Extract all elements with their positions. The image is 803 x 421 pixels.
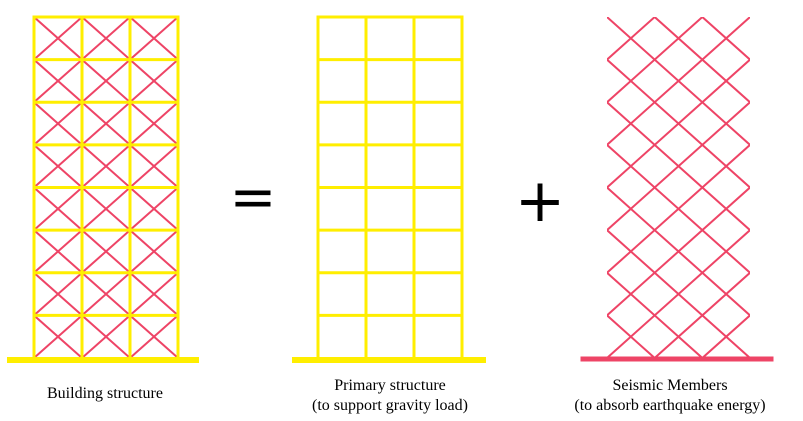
brace-member bbox=[32, 228, 84, 275]
seismic-caption-line2: (to absorb earthquake energy) bbox=[574, 397, 766, 414]
brace-member bbox=[128, 186, 180, 232]
brace-member bbox=[128, 15, 180, 62]
seismic-member bbox=[607, 186, 750, 317]
brace-member bbox=[80, 186, 132, 232]
brace-member bbox=[32, 100, 84, 147]
seismic-member bbox=[798, 17, 803, 358]
seismic-member bbox=[748, 17, 750, 19]
primary-caption-line2: (to support gravity load) bbox=[312, 397, 468, 414]
seismic-members-caption: Seismic Members (to absorb earthquake en… bbox=[545, 376, 795, 416]
seismic-lattice bbox=[607, 17, 803, 358]
seismic-member bbox=[607, 228, 750, 358]
brace-member bbox=[32, 15, 84, 62]
brace-member bbox=[80, 100, 132, 147]
seismic-member bbox=[653, 271, 750, 358]
seismic-member bbox=[700, 17, 750, 61]
seismic-member bbox=[607, 58, 750, 189]
building-structure-figure bbox=[7, 15, 199, 363]
building-caption-line1: Building structure bbox=[47, 385, 163, 402]
seismic-members-figure bbox=[580, 17, 803, 362]
brace-member bbox=[32, 58, 84, 104]
seismic-member bbox=[798, 17, 803, 358]
brace-member bbox=[32, 186, 84, 232]
primary-structure-caption: Primary structure (to support gravity lo… bbox=[290, 376, 490, 416]
brace-member bbox=[80, 143, 132, 189]
seismic-member bbox=[607, 17, 750, 147]
seismic-member bbox=[607, 17, 704, 104]
brace-member bbox=[128, 100, 180, 147]
brace-member bbox=[128, 143, 180, 189]
brace-member bbox=[32, 271, 84, 317]
brace-member bbox=[80, 15, 132, 62]
primary-structure-figure bbox=[292, 15, 486, 363]
building-structure-caption: Building structure bbox=[10, 384, 200, 404]
seismic-member bbox=[607, 58, 750, 189]
seismic-member bbox=[607, 17, 750, 147]
brace-member bbox=[80, 58, 132, 104]
equals-operator: = bbox=[230, 165, 277, 230]
brace-member bbox=[80, 313, 132, 360]
brace-member bbox=[128, 228, 180, 275]
seismic-member bbox=[653, 17, 750, 104]
seismic-member bbox=[700, 314, 750, 358]
seismic-member bbox=[607, 271, 704, 358]
brace-member bbox=[128, 271, 180, 317]
brace-member bbox=[128, 313, 180, 360]
brace-member bbox=[32, 143, 84, 189]
seismic-caption-line1: Seismic Members bbox=[612, 377, 728, 394]
seismic-member bbox=[607, 100, 750, 232]
brace-member bbox=[80, 271, 132, 317]
primary-caption-line1: Primary structure bbox=[334, 377, 446, 394]
brace-member bbox=[32, 313, 84, 360]
seismic-member bbox=[607, 143, 750, 275]
brace-member bbox=[128, 58, 180, 104]
seismic-member bbox=[748, 356, 750, 358]
brace-member bbox=[80, 228, 132, 275]
seismic-member bbox=[607, 228, 750, 358]
plus-operator: + bbox=[515, 166, 565, 236]
